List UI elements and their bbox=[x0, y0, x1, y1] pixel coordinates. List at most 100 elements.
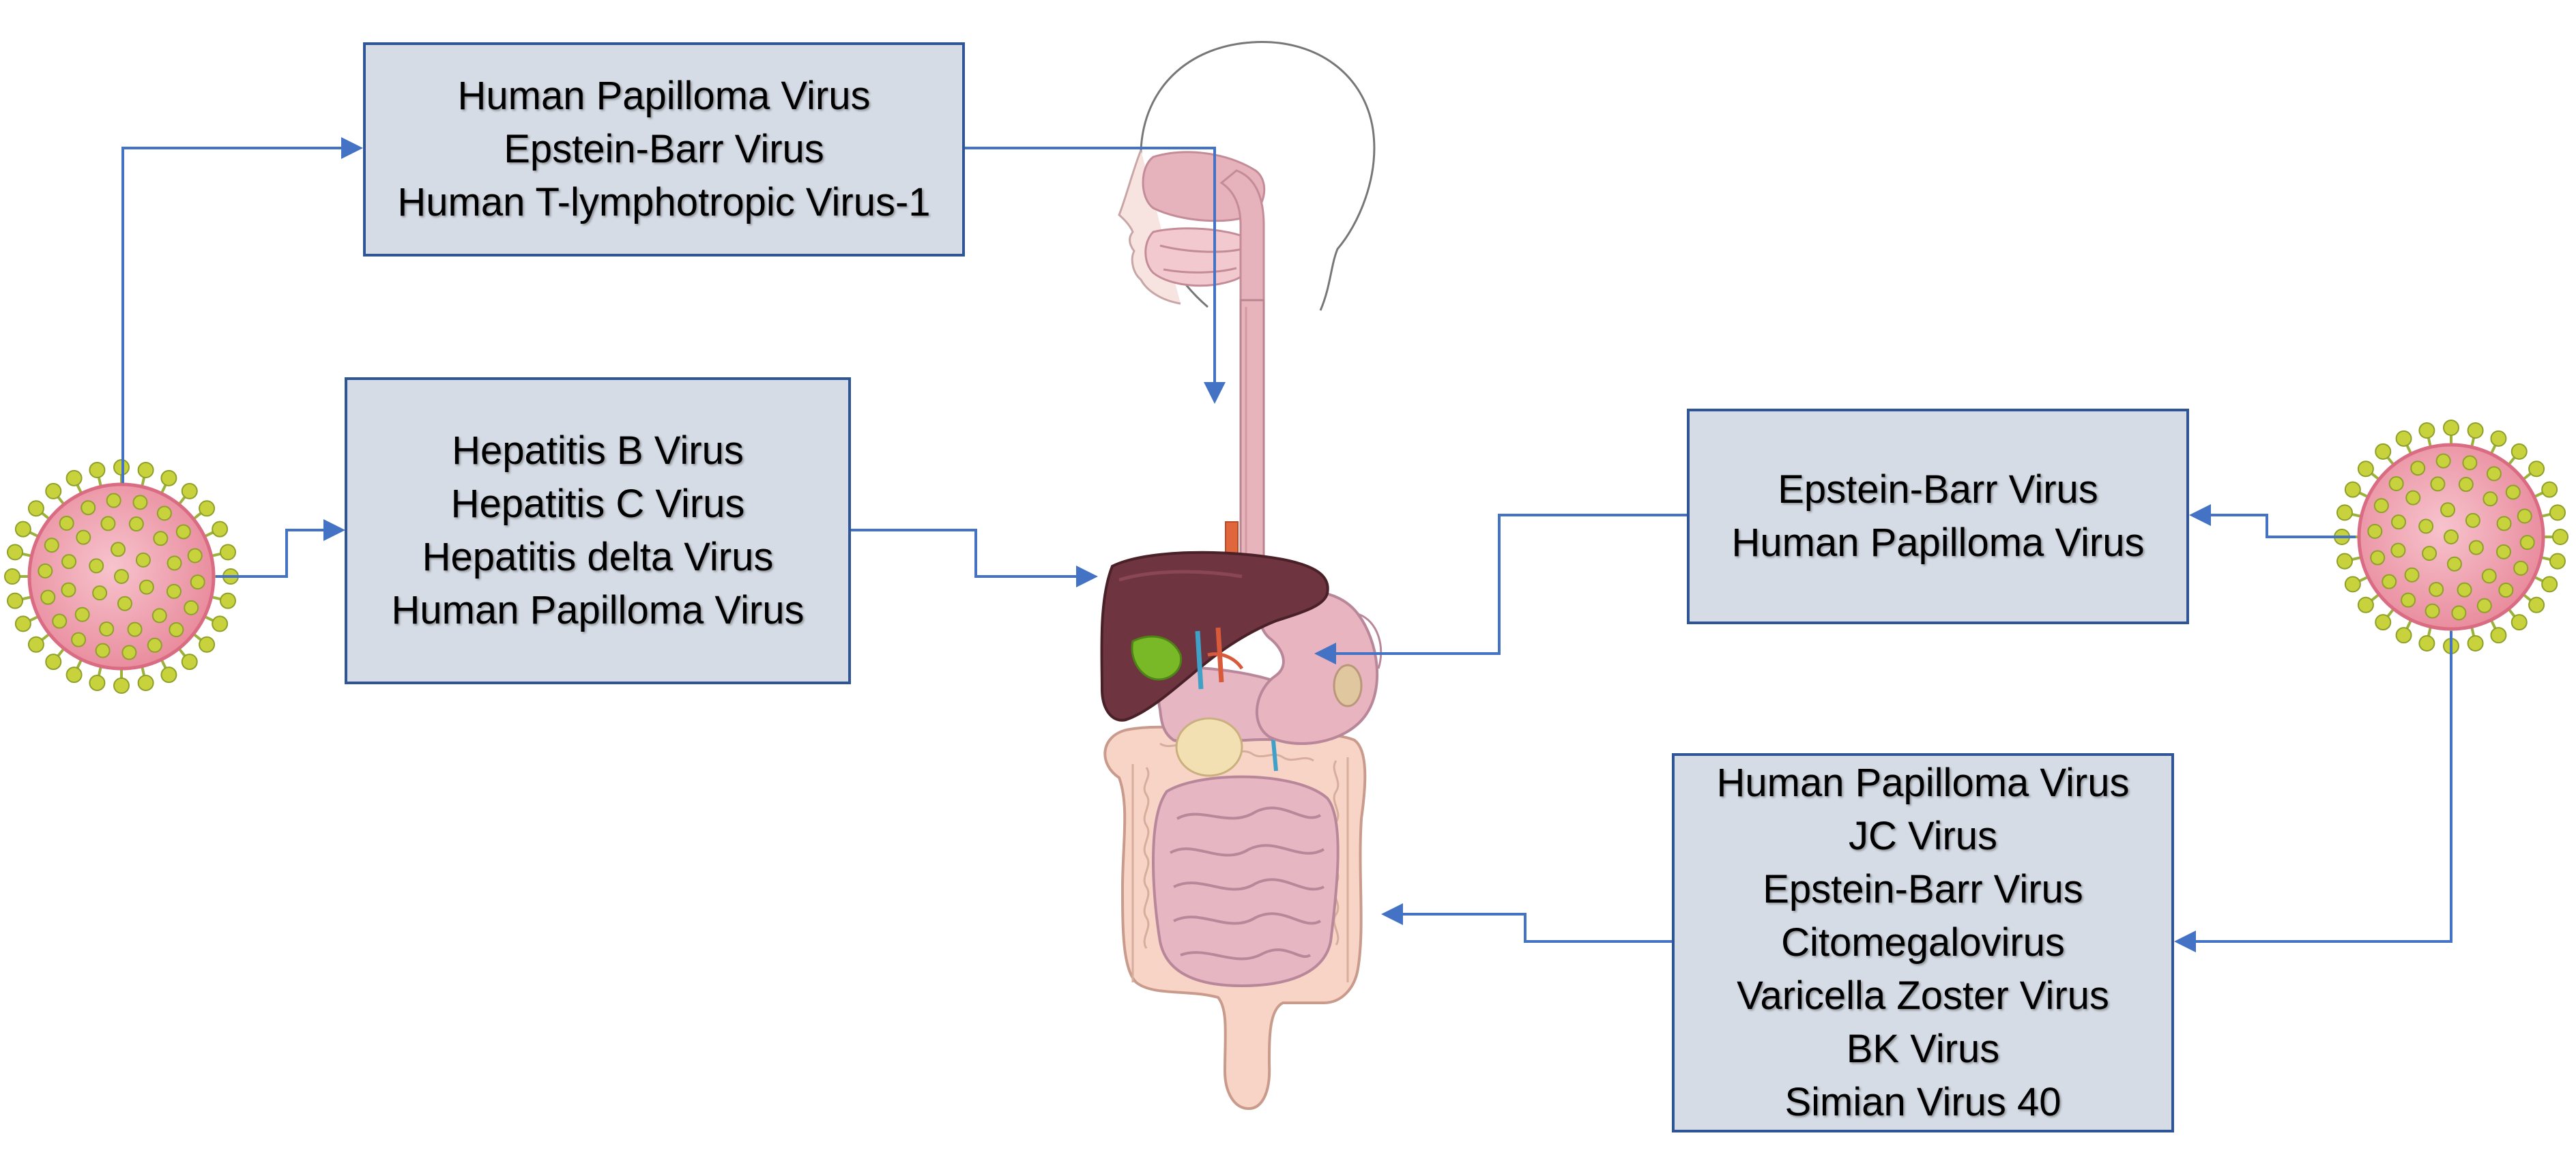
virus-spike-tip bbox=[7, 592, 24, 609]
virus-spike-tip bbox=[2344, 576, 2361, 593]
virus-surface-dot bbox=[38, 563, 53, 579]
virus-surface-dot bbox=[92, 585, 108, 601]
virus-surface-dot bbox=[2496, 516, 2512, 531]
arrow-stomach-box-to-stomach bbox=[1314, 514, 1687, 664]
virus-spike-tip bbox=[27, 636, 44, 653]
virus-surface-dot bbox=[2370, 550, 2386, 566]
virus-spike-tip bbox=[4, 568, 20, 585]
virus-surface-dot bbox=[99, 621, 115, 637]
virus-icon-left bbox=[4, 459, 239, 694]
virus-label: Hepatitis delta Virus bbox=[422, 535, 774, 579]
virus-surface-dot bbox=[2465, 512, 2480, 528]
virus-label: Epstein-Barr Virus bbox=[504, 127, 824, 171]
virus-label: Hepatitis C Virus bbox=[450, 482, 745, 526]
virus-spike-tip bbox=[89, 674, 106, 691]
virus-surface-dot bbox=[44, 538, 59, 553]
virus-surface-dot bbox=[111, 542, 126, 557]
virus-surface-dot bbox=[59, 515, 74, 531]
virus-surface-dot bbox=[2519, 535, 2535, 551]
virus-surface-dot bbox=[151, 608, 167, 624]
virus-spike-tip bbox=[66, 667, 83, 684]
virus-surface-dot bbox=[2513, 560, 2529, 576]
arrow-virus-to-liver-box bbox=[216, 519, 345, 578]
virus-surface-dot bbox=[2422, 546, 2437, 561]
virus-spike-tip bbox=[219, 544, 236, 561]
virus-label: Varicella Zoster Virus bbox=[1737, 974, 2109, 1018]
virus-surface-dot bbox=[2486, 466, 2502, 482]
virus-surface-dot bbox=[2367, 523, 2383, 539]
virus-label: Human Papilloma Virus bbox=[1716, 761, 2130, 805]
virus-spike-tip bbox=[2357, 596, 2374, 613]
virus-surface-dot bbox=[61, 554, 77, 570]
virus-surface-dot bbox=[184, 600, 199, 615]
virus-spike-tip bbox=[160, 469, 177, 486]
virus-spike-tip bbox=[2528, 596, 2545, 613]
virus-surface-dot bbox=[2483, 491, 2498, 507]
virus-surface-dot bbox=[190, 574, 205, 590]
virus-surface-dot bbox=[156, 506, 172, 521]
virus-label: Human Papilloma Virus bbox=[391, 588, 805, 632]
virus-spike-tip bbox=[7, 544, 24, 561]
virus-surface-dot bbox=[52, 613, 68, 629]
liver-virus-box: Hepatitis B Virus Hepatitis C Virus Hepa… bbox=[345, 377, 851, 684]
virus-spike-tip bbox=[2418, 634, 2435, 652]
arrow-virus-to-stomach-box bbox=[2189, 504, 2356, 538]
virus-spike-tip bbox=[2541, 576, 2558, 593]
virus-surface-dot bbox=[81, 500, 96, 516]
virus-spike-tip bbox=[219, 592, 236, 609]
virus-surface-dot bbox=[2457, 582, 2472, 598]
arrow-virus-to-colon-box bbox=[2174, 631, 2452, 952]
virus-spike-tip bbox=[2443, 420, 2459, 436]
virus-surface-dot bbox=[40, 589, 56, 605]
head-outline-icon bbox=[1118, 41, 1376, 311]
virus-surface-dot bbox=[2517, 508, 2532, 524]
virus-spike-tip bbox=[2395, 627, 2412, 644]
virus-surface-dot bbox=[76, 529, 91, 545]
virus-surface-dot bbox=[2405, 490, 2421, 506]
digestive-system-icon bbox=[1100, 299, 1383, 1111]
virus-surface-dot bbox=[2390, 542, 2406, 558]
virus-surface-dot bbox=[2451, 605, 2467, 621]
virus-surface-dot bbox=[2481, 568, 2497, 584]
virus-label: BK Virus bbox=[1846, 1027, 2000, 1071]
virus-spike-tip bbox=[2418, 422, 2435, 439]
virus-surface-dot bbox=[74, 606, 90, 622]
virus-surface-dot bbox=[100, 516, 116, 531]
virus-surface-dot bbox=[2468, 540, 2484, 555]
virus-label: Epstein-Barr Virus bbox=[1763, 867, 2083, 911]
virus-surface-dot bbox=[2444, 529, 2459, 544]
virus-spike-tip bbox=[45, 482, 62, 499]
virus-spike-tip bbox=[2375, 443, 2392, 460]
virus-surface-dot bbox=[2498, 583, 2514, 598]
virus-surface-dot bbox=[95, 643, 111, 658]
virus-surface-dot bbox=[127, 621, 143, 637]
head-neck-virus-box: Human Papilloma Virus Epstein-Barr Virus… bbox=[363, 42, 965, 257]
virus-spike-tip bbox=[160, 667, 177, 684]
virus-surface-dot bbox=[187, 548, 203, 564]
virus-surface-dot bbox=[175, 524, 191, 540]
arrow-liver-box-to-liver bbox=[851, 529, 1098, 587]
virus-spike-tip bbox=[199, 500, 216, 517]
virus-surface-dot bbox=[2382, 574, 2397, 589]
virus-surface-dot bbox=[2505, 484, 2521, 500]
virus-spike-tip bbox=[2467, 634, 2484, 652]
arrow-head-neck-box-to-pharynx bbox=[965, 147, 1226, 404]
arrow-virus-to-head-neck-box bbox=[121, 137, 363, 483]
virus-spike-tip bbox=[2375, 614, 2392, 631]
virus-surface-dot bbox=[2401, 592, 2416, 608]
virus-surface-dot bbox=[2462, 455, 2478, 471]
colon-virus-box: Human Papilloma Virus JC Virus Epstein-B… bbox=[1672, 753, 2174, 1132]
virus-spike-tip bbox=[14, 521, 31, 538]
virus-surface-dot bbox=[2476, 598, 2492, 613]
virus-spike-tip bbox=[2510, 614, 2528, 631]
virus-spike-tip bbox=[2490, 627, 2507, 644]
virus-spike-tip bbox=[2395, 430, 2412, 447]
virus-spike-tip bbox=[212, 521, 229, 538]
virus-spike-tip bbox=[2549, 504, 2566, 521]
arrow-colon-box-to-colon bbox=[1381, 903, 1672, 943]
virus-surface-dot bbox=[2435, 453, 2451, 469]
virus-surface-dot bbox=[2373, 498, 2389, 514]
virus-surface-dot bbox=[61, 582, 76, 598]
